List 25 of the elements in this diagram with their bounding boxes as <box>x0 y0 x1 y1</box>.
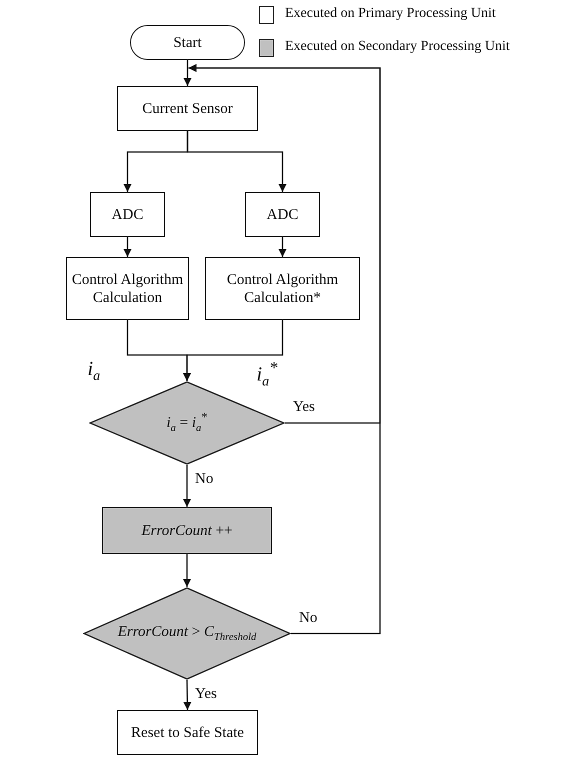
process-box <box>90 192 165 237</box>
legend-text: Executed on Primary Processing Unit <box>285 6 496 22</box>
decision-diamond <box>83 587 291 680</box>
legend-text: Executed on Secondary Processing Unit <box>285 39 510 55</box>
node-text: ErrorCount > C$_{Threshold}$ <box>118 622 256 644</box>
node-text: Control Algorithm Calculation <box>70 270 184 306</box>
process-box <box>117 710 258 755</box>
edge-label: Yes <box>293 399 315 416</box>
process-box <box>66 257 189 320</box>
edge-label: No <box>299 610 318 626</box>
terminal-shape <box>130 25 245 60</box>
edge-label: No <box>195 471 214 488</box>
node-text: Control Algorithm Calculation* <box>226 270 340 306</box>
edge-label: Yes <box>195 686 217 703</box>
node-text: ADC <box>266 206 298 224</box>
node-text: Current Sensor <box>142 100 233 118</box>
process-box <box>245 192 320 237</box>
node-text: Reset to Safe State <box>131 724 244 742</box>
node-text: ErrorCount ++ <box>142 522 232 540</box>
node-text: ADC <box>112 206 144 224</box>
edge-label: i$_{a}$ <box>88 358 100 385</box>
process-box <box>117 86 258 131</box>
process-box <box>205 257 360 320</box>
process-box <box>102 507 272 554</box>
node-text: Start <box>173 34 202 52</box>
